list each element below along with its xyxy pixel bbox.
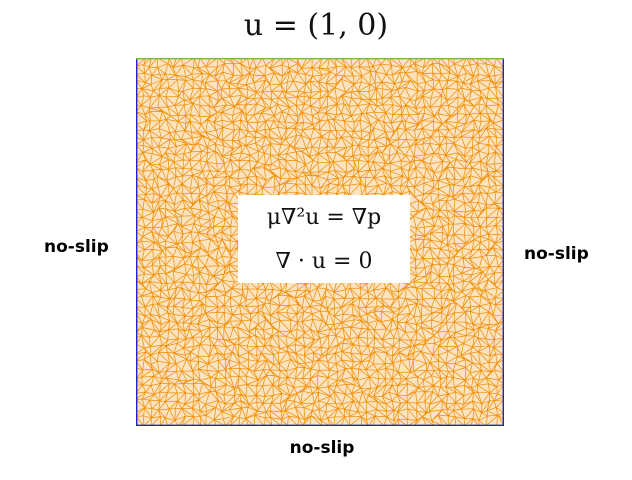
governing-equations-box: μ∇²u = ∇p ∇ · u = 0 [238, 195, 410, 283]
right-wall-label: no-slip [524, 244, 589, 264]
triangular-mesh-domain: μ∇²u = ∇p ∇ · u = 0 [136, 58, 504, 426]
lid-velocity-label: u = (1, 0) [243, 8, 389, 43]
incompressibility-equation: ∇ · u = 0 [275, 249, 373, 274]
left-wall-label: no-slip [44, 237, 109, 257]
stokes-momentum-equation: μ∇²u = ∇p [266, 205, 382, 230]
bottom-wall-label: no-slip [289, 438, 355, 458]
